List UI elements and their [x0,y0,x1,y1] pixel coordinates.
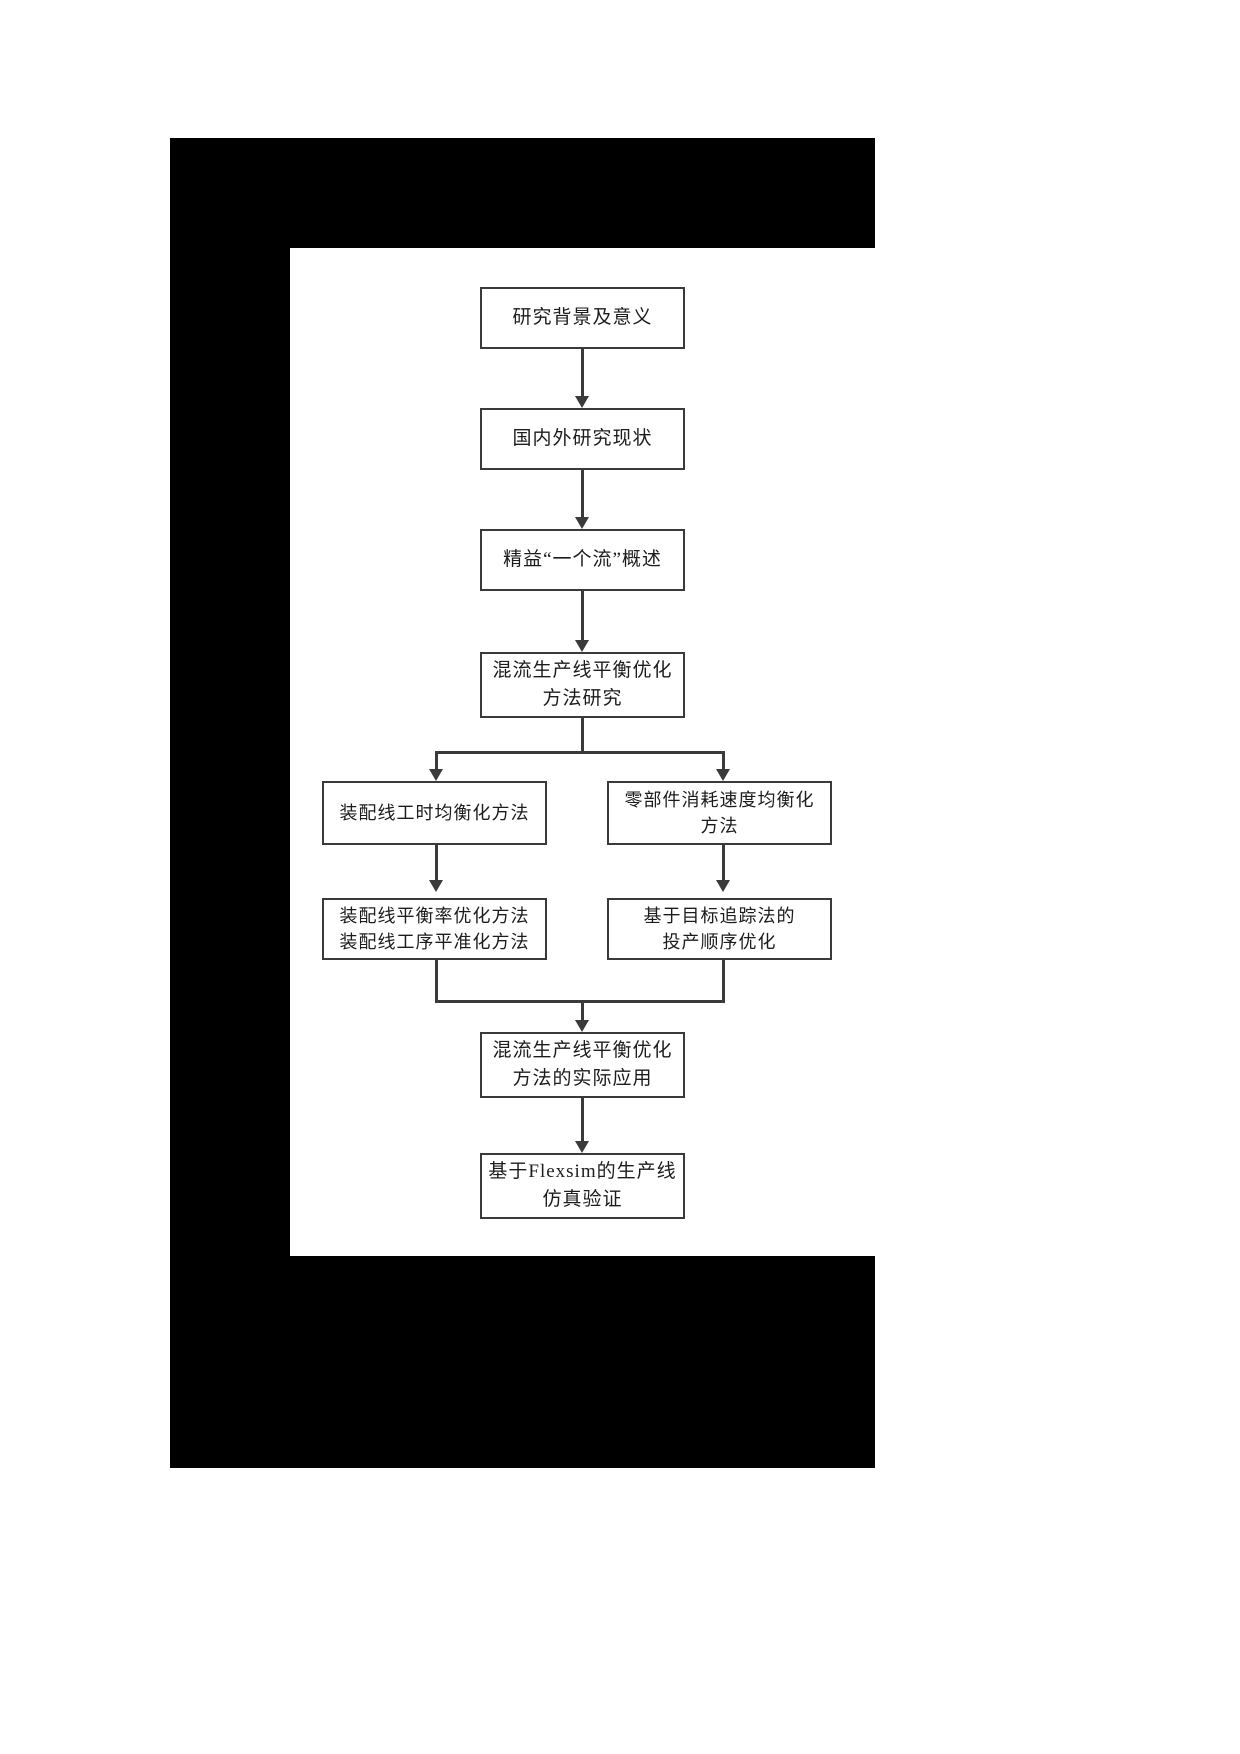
flow-node-parts-consumption-balancing[interactable]: 零部件消耗速度均衡化 方法 [607,781,832,845]
arrowhead-n1-n2 [575,396,589,408]
flow-node-practical-application[interactable]: 混流生产线平衡优化 方法的实际应用 [480,1032,685,1098]
flow-node-goal-chasing-sequencing[interactable]: 基于目标追踪法的 投产顺序优化 [607,898,832,960]
edge-n3-n4 [581,591,584,647]
flow-node-one-piece-flow-overview[interactable]: 精益“一个流”概述 [480,529,685,591]
arrowhead-n2-n3 [575,517,589,529]
flow-node-assembly-line-time-balancing[interactable]: 装配线工时均衡化方法 [322,781,547,845]
arrowhead-merge-n9 [575,1020,589,1032]
flow-node-mixed-line-balance-research[interactable]: 混流生产线平衡优化 方法研究 [480,652,685,718]
edge-n4-split-bar [435,751,725,754]
edge-n2-n3 [581,470,584,524]
arrowhead-n9-n10 [575,1141,589,1153]
edge-merge-n9 [581,1000,584,1027]
flow-node-research-status[interactable]: 国内外研究现状 [480,408,685,470]
edge-n4-n5 [435,751,438,776]
edge-n5-n7 [435,845,438,887]
edge-n4-split-stem [581,718,584,752]
arrowhead-n6-n8 [716,880,730,892]
flow-node-flexsim-simulation[interactable]: 基于Flexsim的生产线 仿真验证 [480,1153,685,1219]
edge-n4-n6 [722,751,725,776]
flow-node-balance-rate-and-leveling[interactable]: 装配线平衡率优化方法 装配线工序平准化方法 [322,898,547,960]
flowchart: 研究背景及意义 国内外研究现状 精益“一个流”概述 混流生产线平衡优化 方法研究… [170,138,875,1468]
arrowhead-n5-n7 [429,880,443,892]
flow-node-research-background[interactable]: 研究背景及意义 [480,287,685,349]
edge-n9-n10 [581,1098,584,1148]
arrowhead-n3-n4 [575,640,589,652]
edge-n6-n8 [722,845,725,887]
edge-merge-bar [435,1000,725,1003]
edge-n1-n2 [581,349,584,403]
edge-n7-merge-stem [435,960,438,1002]
arrowhead-n4-n6 [716,769,730,781]
page-frame-bottom-band [170,1256,875,1468]
edge-n8-merge-stem [722,960,725,1002]
page-frame-left-band [170,138,290,1256]
arrowhead-n4-n5 [429,769,443,781]
